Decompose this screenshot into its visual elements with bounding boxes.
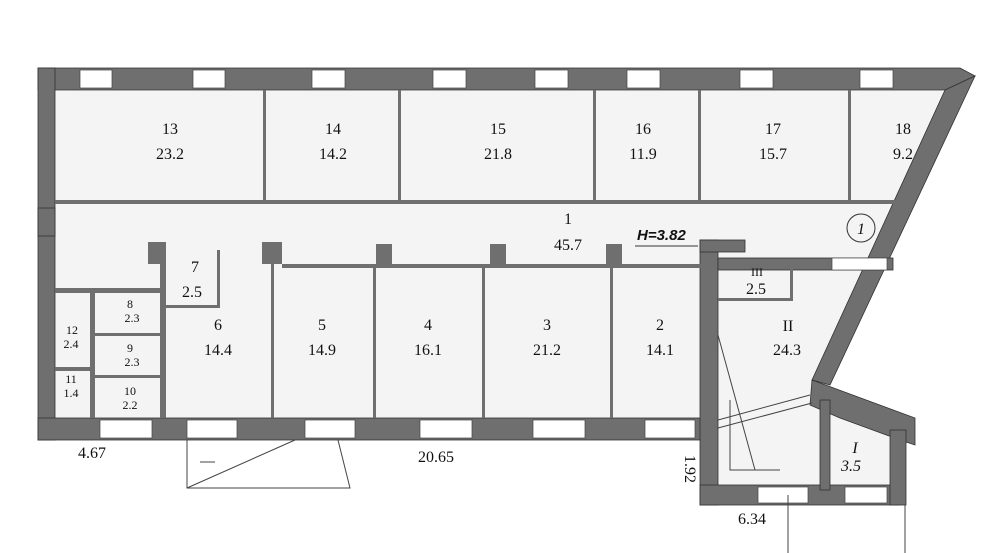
room-18-area: 9.2 <box>893 146 913 163</box>
dimension-left: 4.67 <box>78 445 106 462</box>
room-13-area: 23.2 <box>156 146 184 163</box>
section-marker: 1 <box>857 221 865 238</box>
room-18-id: 18 <box>895 121 911 138</box>
room-II-area: 24.3 <box>773 342 801 359</box>
dimension-annex-front: 6.34 <box>738 511 766 528</box>
floor-area <box>55 90 955 490</box>
room-10-id: 10 <box>124 384 136 398</box>
room-6-area: 14.4 <box>204 342 232 359</box>
room-13-id: 13 <box>162 121 178 138</box>
room-2-area: 14.1 <box>646 342 674 359</box>
room-1-id: 1 <box>564 211 572 228</box>
room-15-area: 21.8 <box>484 146 512 163</box>
room-5-area: 14.9 <box>308 342 336 359</box>
stairs <box>186 334 906 553</box>
room-16-id: 16 <box>635 121 651 138</box>
room-15-id: 15 <box>490 121 506 138</box>
room-8-id: 8 <box>127 297 133 311</box>
dimension-annex-side: 1.92 <box>681 455 698 483</box>
room-7-id: 7 <box>191 259 199 276</box>
room-2-id: 2 <box>656 317 664 334</box>
dimension-front: 20.65 <box>418 449 454 466</box>
room-16-area: 11.9 <box>629 146 656 163</box>
room-III-area: 2.5 <box>746 281 766 298</box>
room-11-id: 11 <box>65 372 77 386</box>
room-12-area: 2.4 <box>64 337 79 351</box>
ceiling-height-label: H=3.82 <box>637 227 686 244</box>
room-14-area: 14.2 <box>319 146 347 163</box>
partitions <box>55 90 905 418</box>
section-marker-circle <box>846 213 876 243</box>
room-9-area: 2.3 <box>125 355 140 369</box>
room-9-id: 9 <box>127 341 133 355</box>
room-I-area: 3.5 <box>840 458 861 475</box>
room-14-id: 14 <box>325 121 341 138</box>
room-8-area: 2.3 <box>125 311 140 325</box>
room-17-id: 17 <box>765 121 781 138</box>
room-6-id: 6 <box>214 317 222 334</box>
room-4-area: 16.1 <box>414 342 442 359</box>
room-II-id: II <box>783 318 794 335</box>
room-7-area: 2.5 <box>182 284 202 301</box>
room-labels: 13 23.2 14 14.2 15 21.8 16 11.9 17 15.7 … <box>64 121 914 475</box>
room-I-id: I <box>851 440 858 457</box>
room-12-id: 12 <box>66 323 78 337</box>
room-5-id: 5 <box>318 317 326 334</box>
room-17-area: 15.7 <box>759 146 787 163</box>
room-10-area: 2.2 <box>123 398 138 412</box>
room-III-id: III <box>751 265 763 279</box>
room-4-id: 4 <box>424 317 432 334</box>
room-3-id: 3 <box>543 317 551 334</box>
room-3-area: 21.2 <box>533 342 561 359</box>
windows <box>79 69 894 504</box>
room-11-area: 1.4 <box>64 386 79 400</box>
room-1-area: 45.7 <box>554 237 582 254</box>
